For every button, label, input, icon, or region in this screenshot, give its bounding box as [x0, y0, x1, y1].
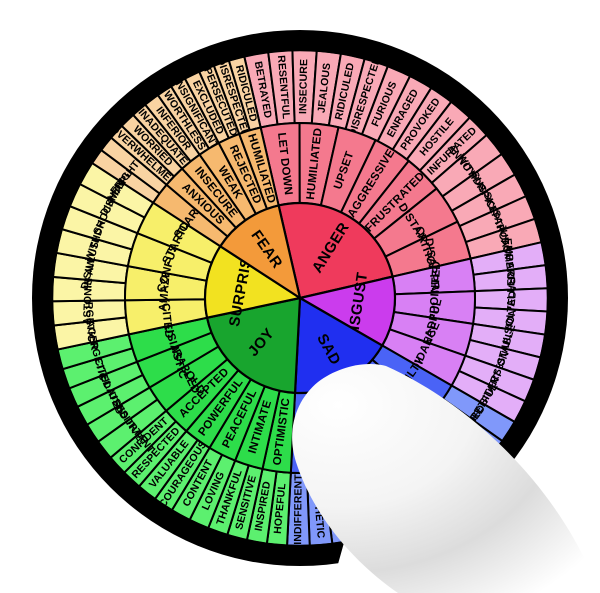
outer-label: INSECURE [297, 59, 310, 114]
outer-label: JEALOUS [316, 62, 334, 113]
sector-disgust[interactable]: JUDGMENTALEMBARRASSEDAPPALLEDREVOLTEDREV… [297, 223, 549, 424]
outer-label: HOPEFUL [272, 482, 289, 534]
core-segment[interactable] [218, 204, 302, 301]
sector-joy[interactable]: HOPEFULINSPIREDSENSITIVETHANKFULLOVINGCO… [56, 293, 302, 547]
core-segment[interactable] [277, 201, 394, 300]
outer-label: INDIFFERENT [292, 474, 304, 545]
core-segment[interactable] [203, 244, 303, 320]
sector-fear[interactable]: HELPLESSFRIGHTENEDOVERWHELMEDWORRIEDINAD… [90, 55, 302, 301]
core-segment[interactable] [205, 296, 302, 395]
wheel-outline [50, 48, 550, 548]
peel-corner [292, 363, 600, 593]
peel-curl [292, 363, 598, 593]
outer-label: RESENTFUL [275, 55, 292, 120]
core-segment[interactable] [297, 275, 397, 348]
